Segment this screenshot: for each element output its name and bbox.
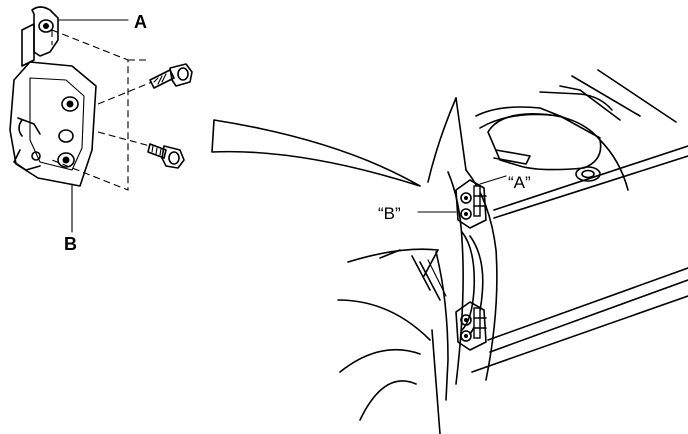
- door-label-a: “A”: [508, 173, 531, 192]
- leader-door-a: [479, 175, 507, 185]
- mounting-outline: [51, 29, 150, 191]
- hinge-body: [9, 61, 97, 187]
- side-mirror: [487, 113, 602, 171]
- door-label-b: “B”: [378, 204, 401, 223]
- door-handle: [575, 166, 601, 182]
- hinge-knuckle: [21, 6, 59, 67]
- bolt-upper: [97, 63, 193, 105]
- door-hinge-lower: [455, 301, 487, 351]
- door-front-edge: [465, 169, 498, 381]
- door-hinge-upper: [455, 179, 487, 229]
- bolt-lower: [97, 131, 185, 169]
- callout-swoosh: [211, 119, 421, 187]
- car-body: [337, 69, 688, 434]
- label-b: B: [64, 234, 77, 254]
- label-a: A: [134, 12, 147, 32]
- hinge-assembly: A B: [9, 6, 150, 254]
